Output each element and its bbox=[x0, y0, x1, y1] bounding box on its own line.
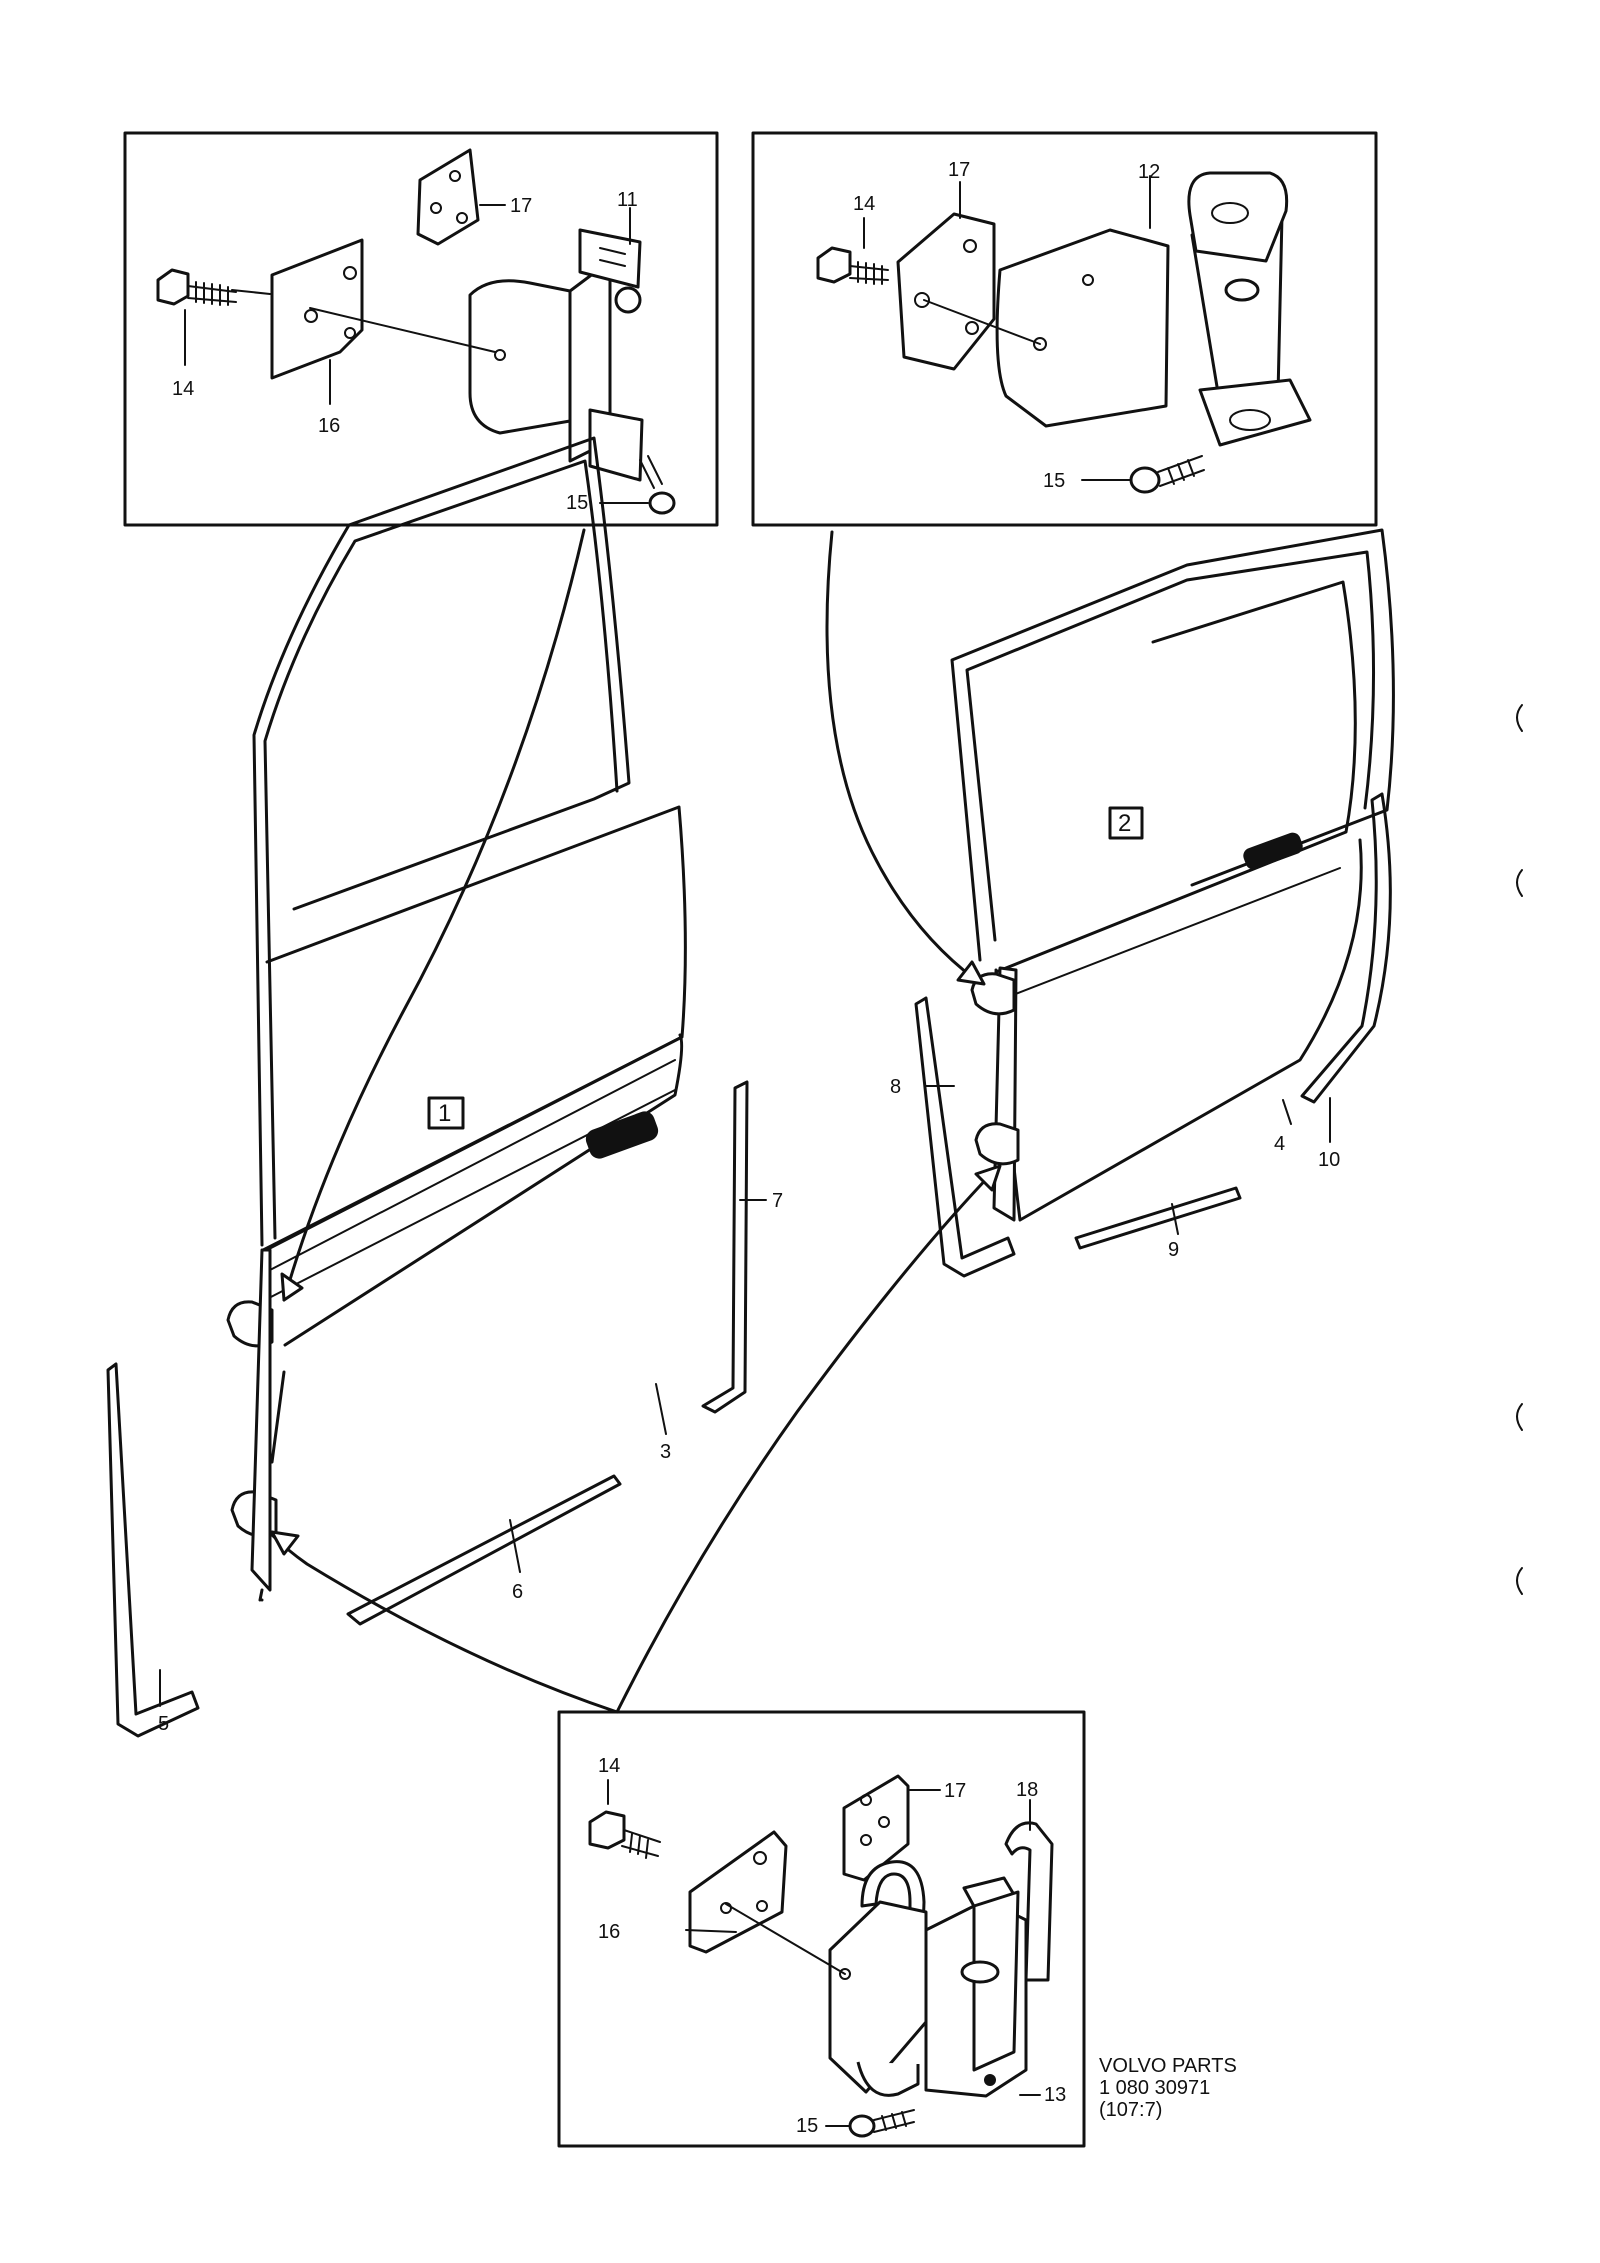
strip-7 bbox=[701, 1080, 749, 1414]
callout-14: 14 bbox=[853, 193, 875, 215]
hinge-13 bbox=[828, 1821, 1054, 2098]
door-number-1: 1 bbox=[438, 1100, 451, 1127]
callout-3: 3 bbox=[660, 1441, 671, 1463]
rear-door: 2 bbox=[950, 528, 1395, 1222]
pointer-front-lower bbox=[269, 1532, 619, 1714]
callout-15: 15 bbox=[1043, 470, 1065, 492]
arrowhead bbox=[956, 960, 986, 986]
callout-15: 15 bbox=[566, 492, 588, 514]
reference-section: (107:7) bbox=[1099, 2099, 1163, 2121]
bolt-15-icon bbox=[639, 455, 676, 515]
pointer-rear-lower bbox=[615, 1170, 995, 1714]
callout-11: 11 bbox=[617, 189, 638, 211]
callout-15: 15 bbox=[796, 2115, 818, 2137]
hinge-12 bbox=[995, 171, 1312, 447]
plate-16 bbox=[688, 1830, 788, 1954]
bolt-14-icon bbox=[588, 1810, 661, 1859]
detail-box-front-upper-hinge: 17 11 14 16 15 bbox=[123, 131, 719, 527]
pointer-front-upper bbox=[282, 528, 586, 1302]
door-handle-rear bbox=[1243, 832, 1303, 870]
strip-10 bbox=[1300, 792, 1392, 1104]
detail-box-lower-hinge: 14 16 17 18 13 15 bbox=[557, 1710, 1086, 2148]
bolt-15-icon bbox=[848, 2109, 915, 2138]
callout-16: 16 bbox=[318, 415, 340, 437]
bolt-14-icon bbox=[156, 268, 237, 306]
reference-brand: VOLVO PARTS bbox=[1099, 2055, 1237, 2077]
pointer-rear-upper bbox=[825, 530, 978, 982]
front-door: 1 bbox=[226, 436, 687, 1602]
strip-6 bbox=[346, 1474, 622, 1626]
callout-17: 17 bbox=[944, 1780, 966, 1802]
callout-7: 7 bbox=[772, 1190, 783, 1212]
bolt-15-icon bbox=[1129, 455, 1205, 494]
reference-number: 1 080 30971 bbox=[1099, 2077, 1211, 2099]
callout-4: 4 bbox=[1274, 1133, 1285, 1155]
door-number-2: 2 bbox=[1118, 810, 1131, 837]
callout-17: 17 bbox=[948, 159, 970, 181]
callout-12: 12 bbox=[1138, 161, 1160, 183]
callout-13: 13 bbox=[1044, 2084, 1066, 2106]
door-number-box-1 bbox=[427, 1096, 465, 1130]
callout-18: 18 bbox=[1016, 1779, 1038, 1801]
rear-lower-hinge-icon bbox=[974, 1122, 1020, 1166]
door-number-box-2 bbox=[1108, 806, 1144, 840]
callout-10: 10 bbox=[1318, 1149, 1340, 1171]
callout-8: 8 bbox=[890, 1076, 901, 1098]
binding-marks bbox=[1516, 704, 1523, 1595]
strip-9 bbox=[1074, 1186, 1242, 1250]
arrowhead bbox=[270, 1530, 300, 1556]
callout-17: 17 bbox=[510, 195, 532, 217]
callout-9: 9 bbox=[1168, 1239, 1179, 1261]
detail-frame bbox=[557, 1710, 1086, 2148]
hinge-11 bbox=[468, 228, 644, 482]
strip-5 bbox=[106, 1362, 200, 1738]
part-reference: VOLVO PARTS 1 080 30971 (107:7) bbox=[1099, 2055, 1237, 2121]
arrowhead bbox=[280, 1272, 304, 1302]
callout-14: 14 bbox=[598, 1755, 620, 1777]
callout-16: 16 bbox=[598, 1921, 620, 1943]
plate-17 bbox=[896, 212, 996, 371]
strip-8 bbox=[914, 996, 1016, 1278]
detail-frame bbox=[751, 131, 1378, 527]
plate-17 bbox=[842, 1774, 910, 1882]
detail-frame bbox=[123, 131, 719, 527]
callout-14: 14 bbox=[172, 378, 194, 400]
callout-5: 5 bbox=[158, 1713, 169, 1735]
detail-box-rear-upper-hinge: 14 17 12 15 bbox=[751, 131, 1378, 527]
bolt-14-icon bbox=[816, 246, 889, 285]
arrowhead bbox=[974, 1164, 1002, 1192]
callout-6: 6 bbox=[512, 1581, 523, 1603]
door-handle-front bbox=[585, 1111, 659, 1159]
plate-17 bbox=[416, 148, 480, 246]
